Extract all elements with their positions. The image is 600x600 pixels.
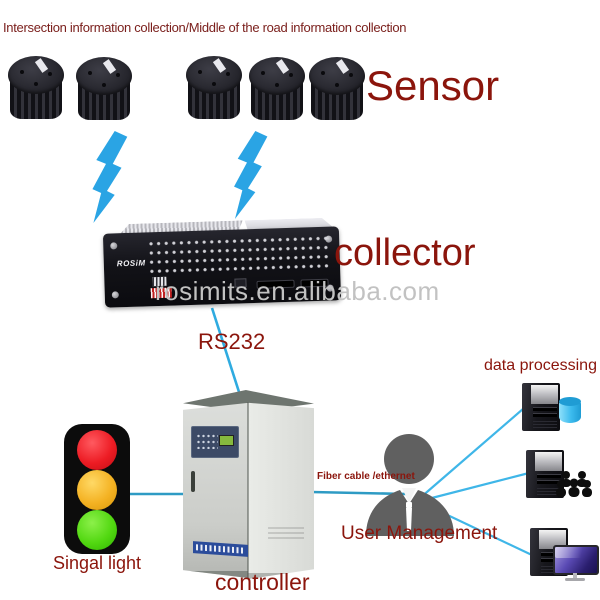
- sensor-screw: [349, 73, 353, 77]
- green-lamp: [77, 510, 117, 550]
- sensor-screw: [116, 73, 120, 77]
- brand-logo: ROSiM: [116, 258, 146, 269]
- lightning-icon: [234, 131, 268, 219]
- server-tower-database: [522, 383, 560, 431]
- sensor-screw: [261, 71, 265, 75]
- sensor-device-2: [76, 57, 132, 120]
- sensor-device-5: [309, 57, 365, 120]
- line-collector-controller: [210, 307, 241, 393]
- data-processing-label: data processing: [484, 357, 597, 374]
- lightning-icon: [92, 131, 128, 223]
- panel-buttons: [196, 433, 218, 449]
- sensor-device-4: [249, 57, 305, 120]
- user-management-label: User Management: [341, 523, 498, 544]
- monitor-stand: [573, 573, 577, 578]
- sensor-screw: [226, 72, 230, 76]
- traffic-light: [64, 424, 130, 554]
- drive-bay: [537, 474, 561, 478]
- sensor-screw: [48, 72, 52, 76]
- sensor-screw: [275, 83, 279, 87]
- sensor-device-1: [8, 56, 64, 119]
- sensor-label: Sensor: [366, 62, 500, 109]
- drive-bay: [533, 407, 557, 411]
- panel-display: [219, 435, 234, 446]
- sensor-screw: [335, 83, 339, 87]
- door-handle: [191, 471, 195, 492]
- drive-bay: [533, 413, 557, 417]
- controller-label: controller: [215, 569, 310, 595]
- sensor-screw: [289, 73, 293, 77]
- led-grid: [147, 233, 331, 276]
- monitor-icon: [553, 545, 599, 581]
- diagram-title: Intersection information collection/Midd…: [3, 20, 407, 35]
- sensor-screw: [212, 82, 216, 86]
- collector-label: collector: [334, 232, 476, 274]
- control-panel: [191, 426, 239, 458]
- monitor-sheen: [555, 547, 593, 558]
- server-front-panel: [531, 385, 558, 404]
- fiber-cable-label: Fiber cable /ethernet: [317, 471, 415, 482]
- sensor-screw: [102, 83, 106, 87]
- monitor-base: [565, 578, 585, 581]
- user-group-icon: [556, 471, 592, 497]
- rs232-label: RS232: [198, 329, 266, 354]
- red-lamp: [77, 430, 117, 470]
- person-silhouette-icon: [366, 434, 454, 536]
- signal-light-label: Singal light: [53, 553, 142, 573]
- server-front-panel: [535, 452, 562, 471]
- database-icon: [559, 397, 581, 423]
- server-front-panel: [539, 530, 566, 549]
- server-tower-users: [526, 450, 564, 498]
- cabinet-side-panel: [248, 402, 314, 580]
- line-person-server1: [419, 401, 532, 499]
- sensor-screw: [34, 82, 38, 86]
- server-mesh: [537, 486, 561, 495]
- line-person-server2: [423, 471, 530, 502]
- drive-bay: [537, 480, 561, 484]
- sensor-screw: [321, 71, 325, 75]
- watermark-text: rosimits.en.alibaba.com: [155, 276, 440, 306]
- server-mesh: [533, 419, 557, 428]
- sensor-screw: [88, 71, 92, 75]
- nameplate-text-glyphs: [196, 544, 245, 554]
- sensor-screw: [198, 70, 202, 74]
- sensor-screw: [20, 70, 24, 74]
- cabinet-corner-edge: [247, 402, 249, 579]
- amber-lamp: [77, 470, 117, 510]
- cabinet-vents: [268, 524, 304, 539]
- line-controller-person: [310, 490, 407, 496]
- sensor-device-3: [186, 56, 242, 119]
